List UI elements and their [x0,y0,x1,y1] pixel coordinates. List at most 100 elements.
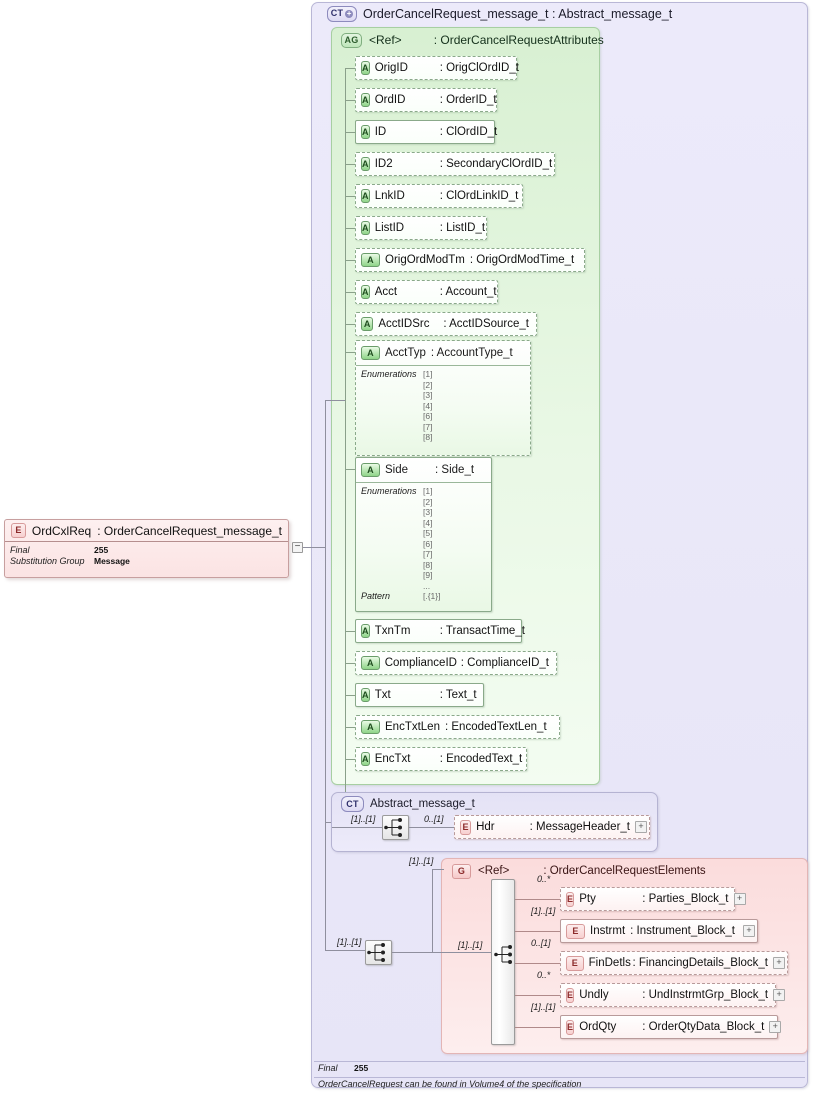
facet-value: ... [423,580,431,591]
expand-icon[interactable]: + [733,893,746,905]
attribute-badge: A [361,624,370,638]
attribute-name: OrdID [374,94,406,106]
facet-row: [4] [356,401,530,412]
facet-label [356,570,423,581]
sequence-compositor-icon-inner[interactable] [493,943,518,966]
facet-value: [5] [423,528,433,538]
complex-type-title: CT+ OrderCancelRequest_message_t : Abstr… [327,5,672,22]
facet-value: [2] [423,496,433,507]
attribute-type: : Text_t [439,689,477,701]
root-connector-to-attrs [325,400,345,401]
attribute-connector [345,228,355,229]
expand-icon[interactable]: + [743,925,755,937]
attribute-side-header: A Side : Side_t [356,458,491,483]
root-element-box[interactable]: E OrdCxlReq : OrderCancelRequest_message… [4,519,289,578]
abstract-message-sequence-cardinality: [1]..[1] [351,814,376,824]
attribute-connector [345,759,355,760]
facet-row: [2] [356,380,530,391]
facet-label [356,380,423,391]
expand-icon[interactable]: + [635,821,647,833]
facet-label [356,549,423,560]
expand-icon[interactable]: + [773,957,785,969]
root-element-type: : OrderCancelRequest_message_t [97,523,282,538]
group-badge[interactable]: G [452,863,471,879]
attribute-type: : OrderID_t [439,94,497,106]
facet-value: [7] [423,549,433,559]
facet-value: [6] [423,538,433,549]
facet-row: [4] [356,518,491,529]
element-connector [515,1027,560,1028]
attribute-group-title: AG <Ref> : OrderCancelRequestAttributes [341,32,604,48]
facet-row: [6] [356,539,491,550]
attribute-type: : TransactTime_t [439,625,525,637]
attribute-connector [345,695,355,696]
element-connector [515,995,560,996]
attribute-group-badge[interactable]: AG [341,32,362,48]
element-connector [515,963,560,964]
facet-label [356,518,423,529]
facet-value: [9] [423,570,433,580]
facet-label [356,497,423,508]
element-findetls-cardinality: 0..[1] [531,938,551,948]
attribute-type: : EncodedText_t [439,753,523,765]
element-badge: E [566,923,585,939]
root-element-name: OrdCxlReq [31,523,92,538]
element-hdr[interactable]: E Hdr : MessageHeader_t + [454,815,650,839]
attribute-badge: A [361,317,374,331]
facet-value: [7] [423,421,433,432]
facet-label [356,507,423,518]
facet-row: [9] [356,570,491,581]
attribute-connector [345,663,355,664]
attribute-accttyp-type: : AccountType_t [430,347,513,359]
complex-type-badge[interactable]: CT+ [327,5,357,22]
facet-row: [8] [356,560,491,571]
attribute-badge: A [361,463,380,477]
facet-row: [3] [356,390,530,401]
root-connector-to-elements [325,950,365,951]
sequence-compositor-icon-header[interactable] [382,815,409,840]
root-property-value: 255 [94,545,109,555]
facet-label [356,539,423,550]
facet-label [356,390,423,401]
elements-group-type: : OrderCancelRequestElements [543,865,706,877]
attribute-type: : EncodedTextLen_t [444,721,547,733]
facet-value: [3] [423,390,433,400]
expand-icon[interactable]: + [769,1021,782,1033]
abstract-message-badge[interactable]: CT [341,796,364,812]
root-connector-h [303,547,325,548]
attribute-name: OrigOrdModTm [385,254,465,266]
element-badge: E [566,955,584,971]
sequence-compositor-icon-elements[interactable] [365,940,392,965]
attribute-type: : AcctIDSource_t [443,318,529,330]
expand-icon[interactable]: + [773,989,786,1001]
attribute-type: : ClOrdID_t [439,126,498,138]
elements-inner-cardinality: [1]..[1] [458,940,483,950]
attribute-accttyp[interactable]: A AcctTyp : AccountType_t Enumerations[1… [355,340,531,456]
facet-value: [2] [423,379,433,390]
attribute-side[interactable]: A Side : Side_t Enumerations[1][2][3][4]… [355,457,492,612]
hdr-cardinality: 0..[1] [424,814,444,824]
attribute-connector [345,68,355,69]
pattern-row: Pattern[.{1}] [356,591,491,602]
root-collapse-handle[interactable]: − [292,542,303,553]
